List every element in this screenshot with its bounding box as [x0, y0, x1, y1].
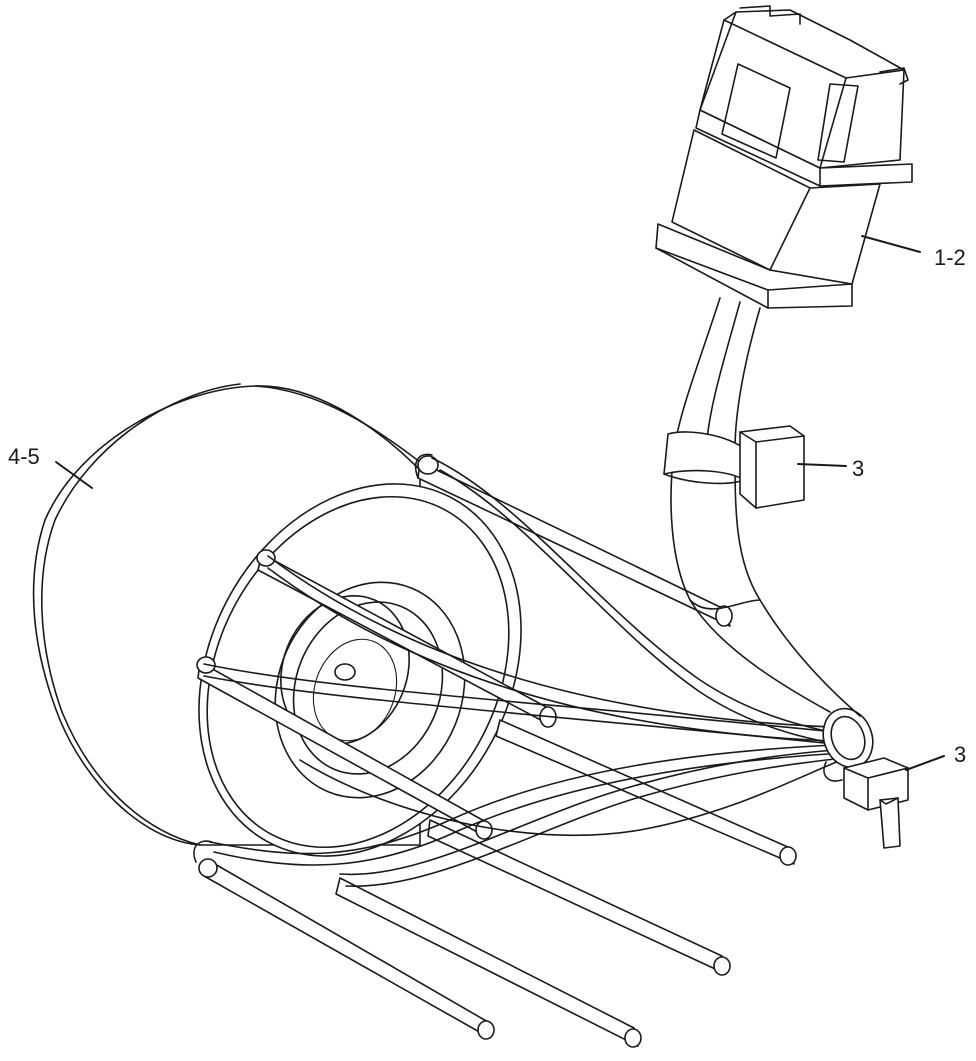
electrical-connector — [655, 5, 913, 309]
wire-bundle — [203, 457, 863, 887]
leader-lines — [55, 235, 945, 771]
cable-clip-lower — [843, 757, 909, 849]
leader-clip-lower — [905, 755, 945, 771]
leader-clip-upper — [797, 463, 847, 467]
mounting-rods — [193, 453, 797, 1048]
label-connector: 1-2 — [934, 245, 966, 270]
leader-motor — [55, 461, 93, 489]
cable-clip-upper — [663, 425, 805, 509]
label-clip-lower: 3 — [954, 742, 966, 767]
label-motor: 4-5 — [8, 444, 40, 469]
leader-connector — [861, 235, 921, 253]
label-clip-upper: 3 — [852, 456, 864, 481]
